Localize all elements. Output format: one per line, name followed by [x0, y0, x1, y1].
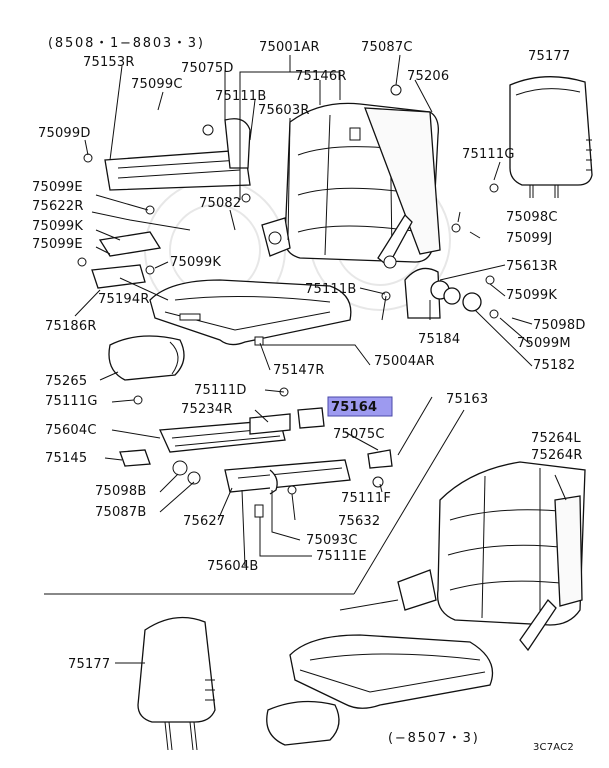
old-seat-cushion-illustration — [289, 634, 494, 709]
part-number-label-75627[interactable]: 75627 — [183, 514, 225, 529]
part-number-label-75099k-2[interactable]: 75099K — [170, 255, 221, 270]
armrest-illustration — [108, 335, 185, 381]
part-number-label-75111b-top[interactable]: 75111B — [215, 89, 266, 104]
headrest-top-illustration — [509, 76, 593, 198]
part-number-label-75163[interactable]: 75163 — [446, 392, 488, 407]
part-number-label-75603r[interactable]: 75603R — [258, 103, 310, 118]
part-number-label-75632[interactable]: 75632 — [338, 514, 380, 529]
part-number-label-75099d[interactable]: 75099D — [38, 126, 91, 141]
part-number-label-75099k-3[interactable]: 75099K — [506, 288, 557, 303]
part-number-label-75613r[interactable]: 75613R — [506, 259, 558, 274]
leader-lines — [74, 54, 567, 664]
part-number-label-75182[interactable]: 75182 — [533, 358, 575, 373]
part-number-label-75075c[interactable]: 75075C — [333, 427, 385, 442]
part-number-label-75264l[interactable]: 75264L — [531, 431, 581, 446]
date-range-top: (8508・1−8803・3) — [48, 36, 205, 51]
part-number-label-75098c[interactable]: 75098C — [506, 210, 558, 225]
part-number-label-75111f[interactable]: 75111F — [341, 491, 391, 506]
old-seat-back-illustration — [339, 461, 586, 652]
part-number-label-75186r[interactable]: 75186R — [45, 319, 97, 334]
part-number-label-75099k-1[interactable]: 75099K — [32, 219, 83, 234]
highlight-box-75164 — [327, 396, 393, 417]
part-number-label-75098b[interactable]: 75098B — [95, 484, 146, 499]
part-number-label-75111d[interactable]: 75111D — [194, 383, 247, 398]
part-number-label-75604c[interactable]: 75604C — [45, 423, 97, 438]
part-number-label-75164[interactable]: 75164 — [331, 400, 377, 415]
part-number-label-75145[interactable]: 75145 — [45, 451, 87, 466]
part-number-label-75194r[interactable]: 75194R — [98, 292, 150, 307]
part-number-label-75147r[interactable]: 75147R — [273, 363, 325, 378]
part-number-label-75099j[interactable]: 75099J — [506, 231, 552, 246]
part-number-label-75004ar[interactable]: 75004AR — [374, 354, 435, 369]
part-number-label-75001ar[interactable]: 75001AR — [259, 40, 320, 55]
date-range-bottom: (−8507・3) — [388, 731, 480, 746]
diagram-code: 3C7AC2 — [533, 742, 574, 753]
part-number-label-75177-bottom[interactable]: 75177 — [68, 657, 110, 672]
section-divider-diagonal — [353, 409, 465, 595]
part-number-label-75234r[interactable]: 75234R — [181, 402, 233, 417]
part-number-label-75099e-2[interactable]: 75099E — [32, 237, 83, 252]
seat-cushion-illustration — [149, 279, 352, 346]
recliner-hinge-left — [261, 217, 291, 257]
part-number-label-75093c[interactable]: 75093C — [306, 533, 358, 548]
part-number-label-75111g-top[interactable]: 75111G — [462, 147, 515, 162]
seat-frame-left — [91, 118, 251, 289]
part-number-label-75099e-1[interactable]: 75099E — [32, 180, 83, 195]
part-number-label-75111e[interactable]: 75111E — [316, 549, 367, 564]
part-number-label-75111g-mid[interactable]: 75111G — [45, 394, 98, 409]
seat-slide-rails — [77, 84, 499, 518]
part-number-label-75099c[interactable]: 75099C — [131, 77, 183, 92]
headrest-bottom-illustration — [137, 616, 216, 751]
part-number-label-75098d[interactable]: 75098D — [533, 318, 586, 333]
old-armrest-illustration — [266, 700, 340, 746]
part-number-label-75099m[interactable]: 75099M — [517, 336, 571, 351]
callout-labels: 75001AR 75087C 75177 75153R 75075D 75146R 7520… — [32, 40, 586, 672]
part-number-label-75264r[interactable]: 75264R — [531, 448, 583, 463]
part-number-label-75604b[interactable]: 75604B — [207, 559, 258, 574]
recliner-cover-and-knob — [404, 267, 499, 319]
part-number-label-75087b[interactable]: 75087B — [95, 505, 146, 520]
recliner-hinge-right — [377, 213, 413, 269]
seat-back-illustration — [284, 102, 441, 263]
part-number-label-75082[interactable]: 75082 — [199, 196, 241, 211]
part-number-label-75184[interactable]: 75184 — [418, 332, 460, 347]
part-number-label-75111b-mid[interactable]: 75111B — [305, 282, 356, 297]
part-number-label-75087c[interactable]: 75087C — [361, 40, 413, 55]
part-number-label-75206[interactable]: 75206 — [407, 69, 449, 84]
part-number-label-75622r[interactable]: 75622R — [32, 199, 84, 214]
part-number-label-75075d[interactable]: 75075D — [181, 61, 234, 76]
part-number-label-75153r[interactable]: 75153R — [83, 55, 135, 70]
part-number-label-75177-top[interactable]: 75177 — [528, 49, 570, 64]
part-number-label-75265[interactable]: 75265 — [45, 374, 87, 389]
part-number-label-75146r[interactable]: 75146R — [295, 69, 347, 84]
